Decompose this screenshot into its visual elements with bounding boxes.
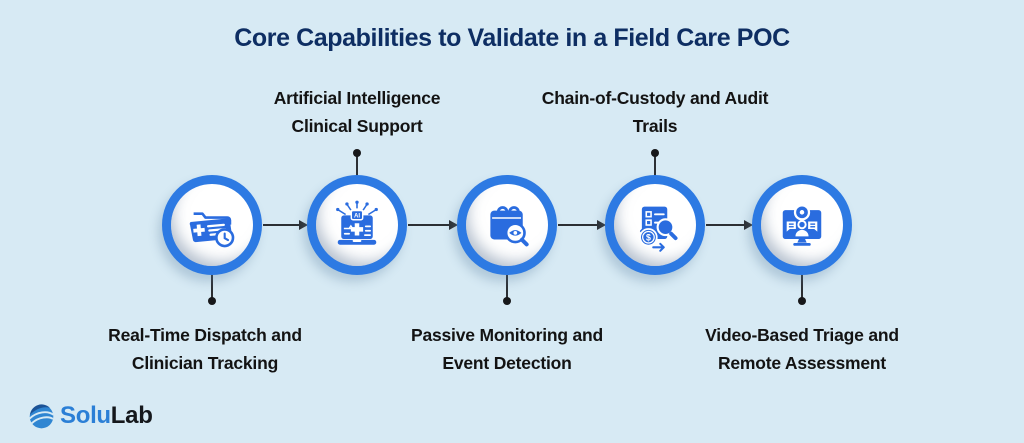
ai-laptop-icon: AI — [336, 200, 378, 245]
svg-text:$: $ — [646, 232, 651, 242]
step-circle-inner: AI — [316, 184, 398, 266]
logo-text-secondary: Lab — [110, 402, 153, 429]
folder-clock-icon — [189, 212, 235, 248]
step-label-line: Chain-of-Custody and Audit — [541, 88, 769, 108]
step-circle-inner — [171, 184, 253, 266]
step-circle-inner — [466, 184, 548, 266]
step-circle-inner: $ — [614, 184, 696, 266]
flow-arrow — [558, 220, 606, 230]
connector-line — [356, 156, 358, 176]
connector-dot — [798, 297, 806, 305]
step-label-chain-of-custody: Chain-of-Custody and Audit Trails — [495, 84, 815, 140]
step-label-line: Video-Based Triage and — [705, 325, 899, 345]
solulab-logo: SoluLab — [28, 402, 153, 430]
step-label-line: Trails — [632, 116, 678, 136]
step-circle-audit-trails: $ — [605, 175, 705, 275]
step-circle-ai-support: AI — [307, 175, 407, 275]
step-circle-video-triage — [752, 175, 852, 275]
flow-arrow — [408, 220, 458, 230]
step-label-line: Passive Monitoring and — [410, 325, 604, 345]
connector-line — [801, 275, 803, 299]
svg-text:AI: AI — [354, 213, 360, 220]
logo-text: SoluLab — [60, 402, 153, 430]
audit-search-icon: $ — [639, 206, 678, 252]
step-label-line: Clinical Support — [291, 116, 423, 136]
connector-dot — [503, 297, 511, 305]
calendar-search-icon — [490, 206, 529, 247]
step-circle-inner — [761, 184, 843, 266]
connector-line — [506, 275, 508, 299]
step-label-line: Remote Assessment — [717, 353, 887, 373]
step-label-line: Artificial Intelligence — [273, 88, 441, 108]
step-label-video-triage: Video-Based Triage and Remote Assessment — [642, 321, 962, 377]
step-label-line: Real-Time Dispatch and — [108, 325, 302, 345]
connector-line — [211, 275, 213, 299]
step-label-line: Event Detection — [442, 353, 572, 373]
step-label-dispatch-tracking: Real-Time Dispatch and Clinician Trackin… — [45, 321, 365, 377]
connector-dot — [353, 149, 361, 157]
video-triage-icon — [782, 204, 822, 246]
flow-arrow — [706, 220, 753, 230]
step-circle-passive-monitoring — [457, 175, 557, 275]
connector-dot — [651, 149, 659, 157]
step-label-passive-monitoring: Passive Monitoring and Event Detection — [347, 321, 667, 377]
connector-dot — [208, 297, 216, 305]
logo-text-primary: Solu — [60, 402, 111, 429]
page-title: Core Capabilities to Validate in a Field… — [234, 24, 790, 52]
step-label-ai-clinical-support: Artificial Intelligence Clinical Support — [197, 84, 517, 140]
step-label-line: Clinician Tracking — [131, 353, 279, 373]
step-circle-dispatch — [162, 175, 262, 275]
connector-line — [654, 156, 656, 176]
flow-arrow — [263, 220, 308, 230]
solulab-sphere-icon — [28, 403, 54, 428]
